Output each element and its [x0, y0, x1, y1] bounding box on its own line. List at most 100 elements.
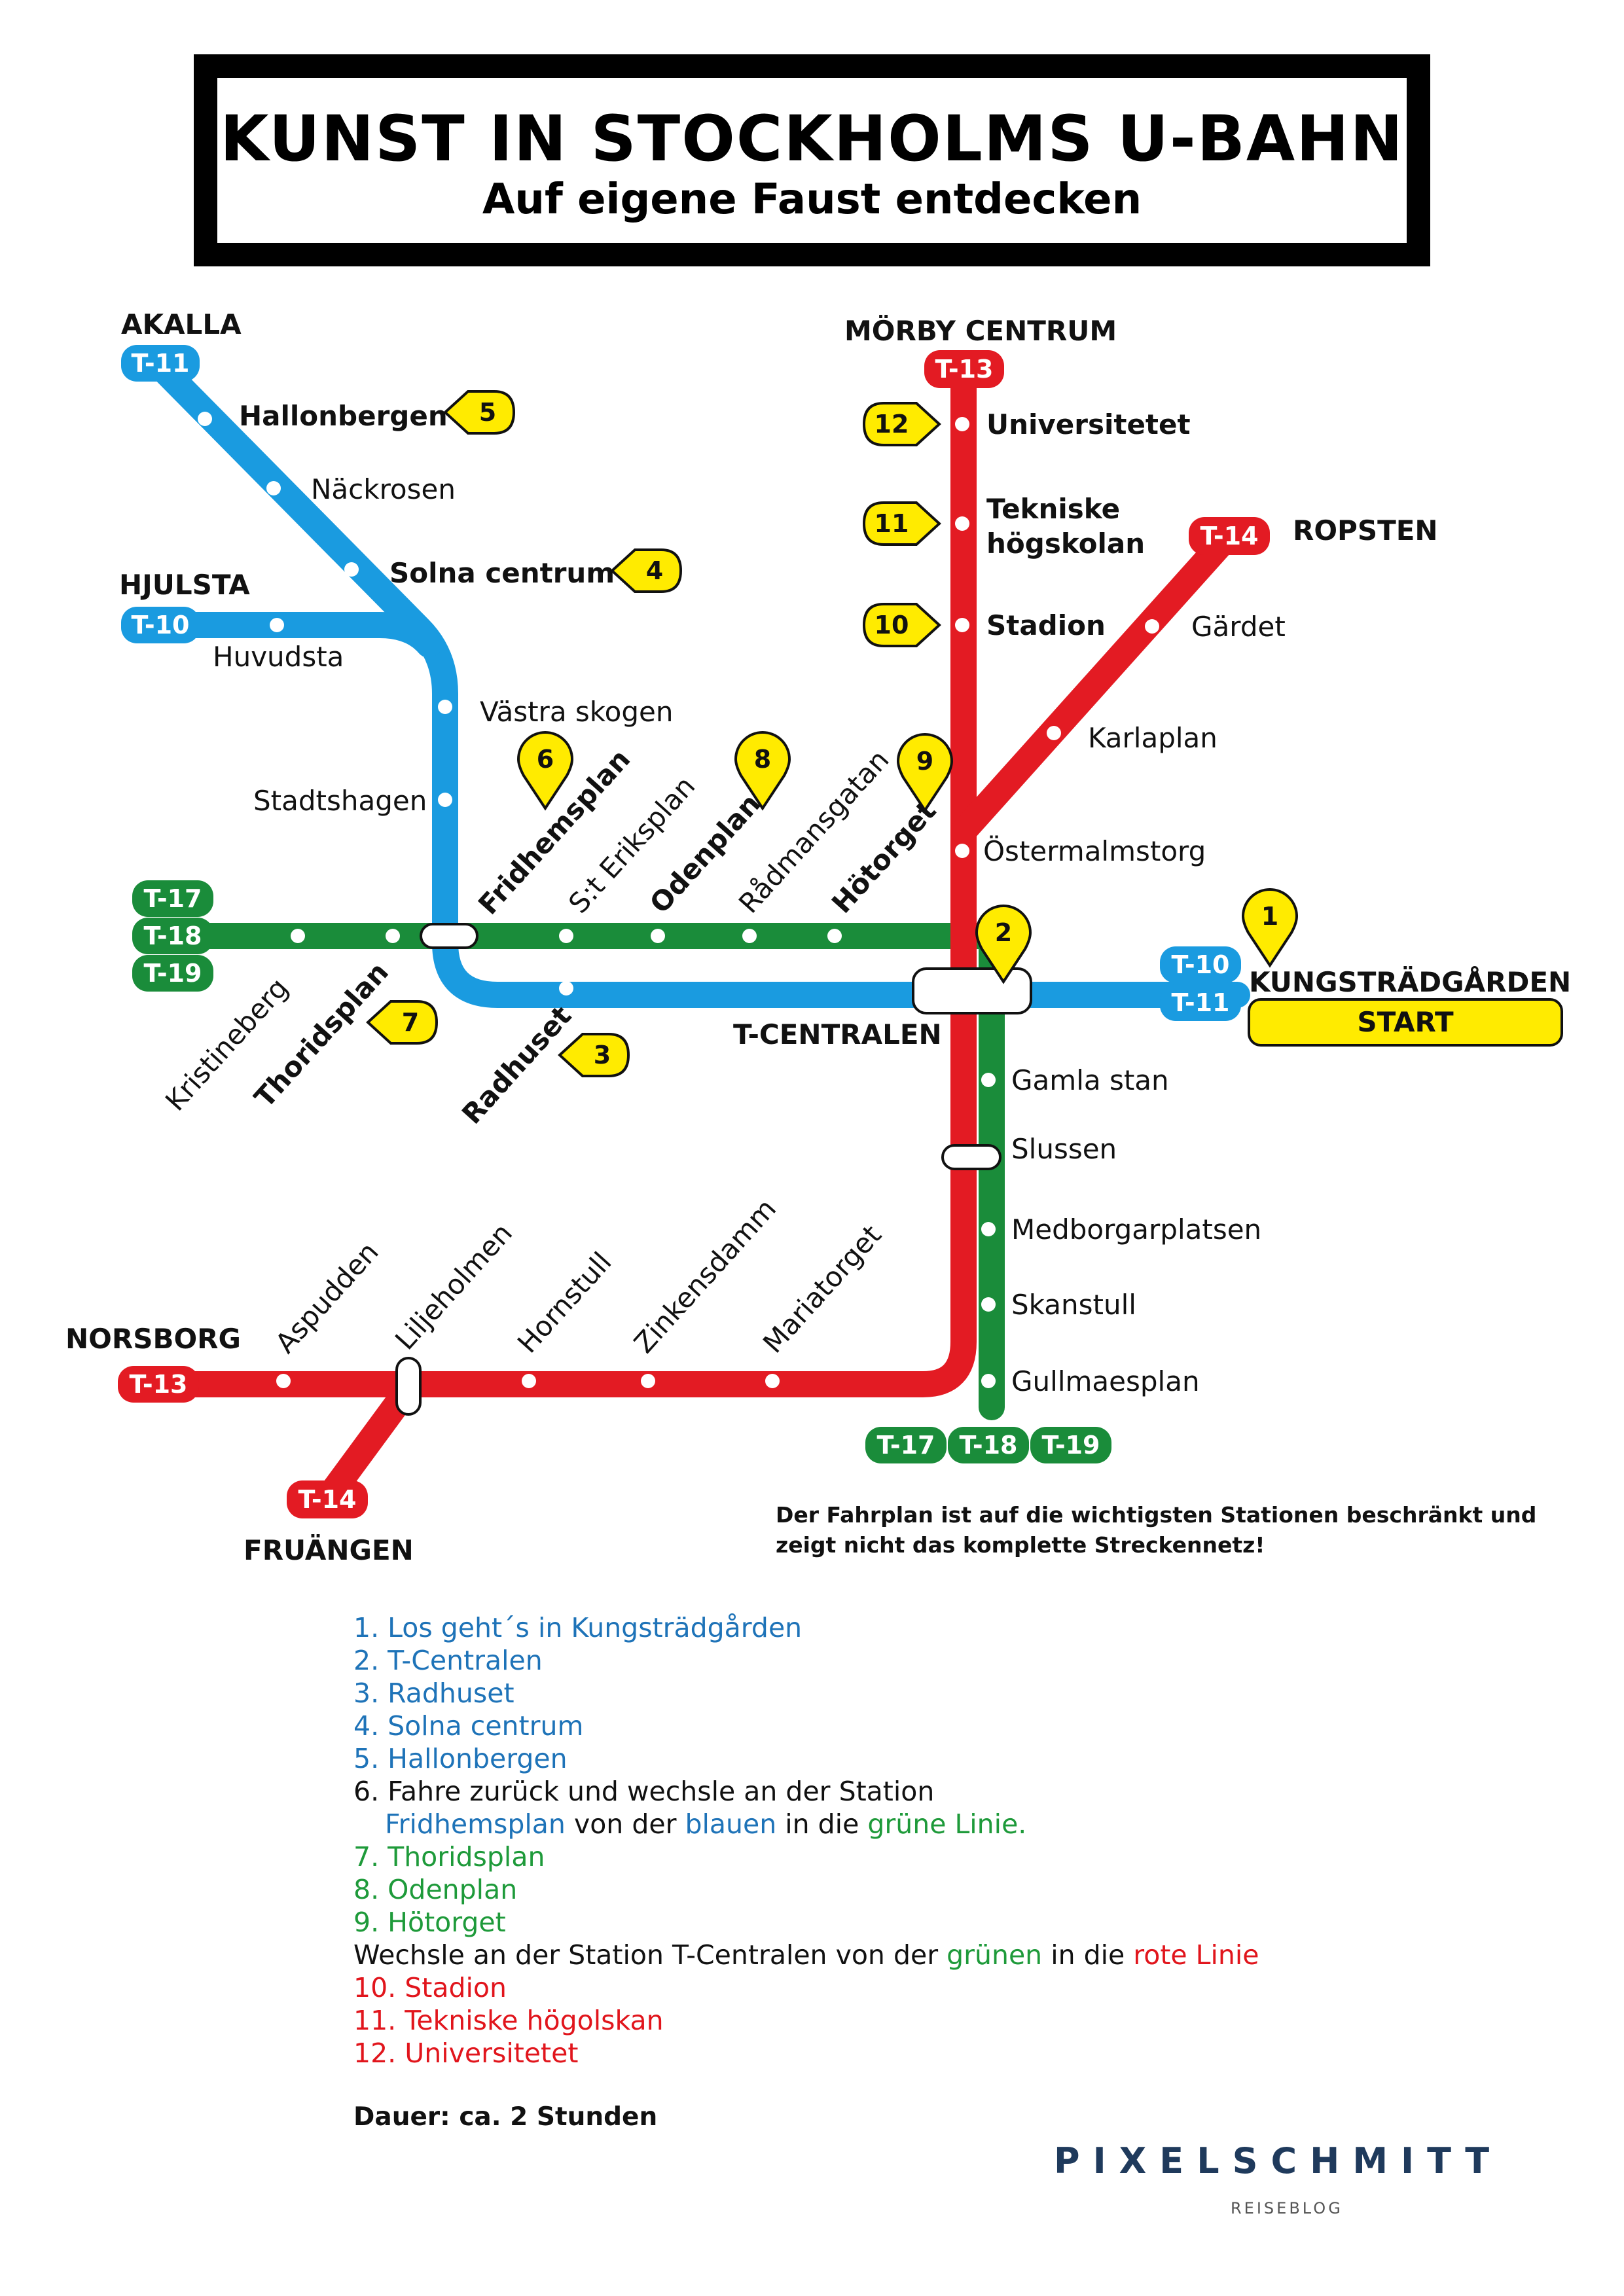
badge-label: T-18	[960, 1431, 1018, 1460]
station-hallonbergen: Hallonbergen	[239, 400, 448, 432]
page-subtitle: Auf eigene Faust entdecken	[482, 175, 1142, 224]
station-aspudden: Aspudden	[269, 1236, 385, 1359]
start-label: START	[1357, 1006, 1454, 1038]
marker-label: 8	[754, 745, 771, 774]
line-badge: T-11	[121, 345, 200, 382]
line-badge: T-14	[1189, 517, 1270, 555]
station-dot	[270, 618, 284, 632]
station-dot	[765, 1374, 780, 1388]
marker-label: 6	[537, 745, 554, 774]
badge-label: T-11	[1172, 988, 1230, 1017]
legend-text: in die	[1042, 1939, 1134, 1971]
badge-label: T-14	[1200, 522, 1259, 550]
legend-item: 3. Radhuset	[353, 1677, 514, 1709]
line-badge: T-13	[118, 1366, 199, 1403]
station-dot	[827, 929, 842, 943]
legend-item: 4. Solna centrum	[353, 1710, 584, 1742]
line-badge: T-18	[948, 1427, 1029, 1463]
blue-line-t11	[144, 350, 1250, 1008]
station-radhuset: Radhuset	[456, 999, 577, 1130]
marker-6: 6	[516, 731, 574, 811]
station-dot	[386, 929, 400, 943]
badge-label: T-13	[130, 1370, 188, 1399]
marker-label: 10	[875, 611, 909, 639]
station-dot	[522, 1374, 536, 1388]
legend-item: 8. Odenplan	[353, 1874, 518, 1905]
transfer-slussen	[941, 1144, 1001, 1170]
legend-blauen: blauen	[685, 1808, 777, 1840]
red-line-t14-fruangen	[314, 1374, 422, 1512]
legend-text: Wechsle an der Station T-Centralen von d…	[353, 1939, 947, 1971]
badge-label: T-18	[144, 922, 202, 950]
marker-12: 12	[862, 402, 941, 446]
station-dot	[981, 1073, 996, 1087]
marker-4: 4	[610, 548, 683, 593]
station-dot	[742, 929, 757, 943]
marker-label: 5	[479, 398, 496, 427]
station-nackrosen: Näckrosen	[311, 473, 456, 505]
legend-fridhemsplan: Fridhemsplan	[385, 1808, 566, 1840]
marker-label: 1	[1261, 902, 1278, 931]
legend-item: 12. Universitetet	[353, 2037, 579, 2069]
station-dot	[955, 844, 969, 858]
station-dot	[641, 1374, 655, 1388]
station-karlaplan: Karlaplan	[1088, 722, 1218, 754]
map-note: Der Fahrplan ist auf die wichtigsten Sta…	[776, 1500, 1536, 1560]
legend-item: 9. Hötorget	[353, 1907, 506, 1938]
station-vastra-skogen: Västra skogen	[480, 696, 673, 728]
legend-item: 6. Fahre zurück und wechsle an der Stati…	[353, 1776, 935, 1807]
legend-item: 7. Thoridsplan	[353, 1841, 545, 1873]
brand-logo: PIXELSCHMITT	[1054, 2140, 1503, 2181]
legend-item: 11. Tekniske högolskan	[353, 2005, 664, 2036]
line-badge: T-11	[1160, 984, 1241, 1021]
note-line: Der Fahrplan ist auf die wichtigsten Sta…	[776, 1502, 1537, 1528]
badge-label: T-19	[144, 959, 202, 988]
line-badge: T-14	[287, 1480, 368, 1518]
legend-item: 2. T-Centralen	[353, 1645, 543, 1676]
marker-label: 11	[875, 509, 909, 538]
station-dot	[344, 562, 359, 577]
badge-label: T-10	[1172, 950, 1230, 979]
station-huvudsta: Huvudsta	[213, 641, 344, 673]
title-box: KUNST IN STOCKHOLMS U-BAHN Auf eigene Fa…	[217, 78, 1407, 243]
station-dot	[1145, 619, 1159, 634]
start-box	[1248, 998, 1563, 1047]
station-dot	[438, 793, 452, 807]
badge-label: T-14	[298, 1485, 357, 1514]
station-tekniske-1: Tekniske	[986, 493, 1120, 525]
terminal-t-centralen: T-CENTRALEN	[733, 1018, 942, 1050]
station-dot	[198, 412, 212, 426]
line-badge: T-17	[132, 880, 213, 917]
blue-line-t10	[144, 612, 442, 658]
station-dot	[291, 929, 305, 943]
station-hornstull: Hornstull	[511, 1246, 618, 1359]
legend-item-wechsle: Wechsle an der Station T-Centralen von d…	[353, 1939, 1259, 1971]
station-stadtshagen: Stadtshagen	[253, 785, 427, 817]
line-badge: T-10	[1160, 946, 1241, 983]
station-dot	[955, 516, 969, 531]
marker-10: 10	[862, 603, 941, 647]
station-mariatorget: Mariatorget	[757, 1219, 888, 1359]
station-solna-centrum: Solna centrum	[389, 557, 615, 589]
transfer-fridhemsplan	[420, 923, 478, 949]
station-liljeholmen: Liljeholmen	[389, 1217, 518, 1355]
marker-7: 7	[366, 1000, 439, 1045]
note-line: zeigt nicht das komplette Streckennetz!	[776, 1532, 1265, 1558]
marker-8: 8	[734, 731, 791, 811]
marker-1: 1	[1241, 888, 1299, 968]
line-badge: T-19	[1030, 1427, 1111, 1463]
station-dot	[559, 929, 573, 943]
legend-rote: rote Linie	[1133, 1939, 1259, 1971]
station-stadion: Stadion	[986, 609, 1106, 641]
marker-11: 11	[862, 501, 941, 546]
title-frame: KUNST IN STOCKHOLMS U-BAHN Auf eigene Fa…	[194, 54, 1430, 266]
legend-text: von der	[565, 1808, 685, 1840]
station-dot	[1047, 726, 1061, 740]
transfer-t-centralen	[912, 967, 1032, 1014]
marker-9: 9	[896, 733, 954, 813]
red-line-t13	[144, 357, 977, 1397]
station-dot	[981, 1297, 996, 1312]
terminal-hjulsta: HJULSTA	[119, 569, 250, 601]
marker-label: 12	[875, 410, 909, 439]
line-badge: T-13	[924, 350, 1004, 388]
